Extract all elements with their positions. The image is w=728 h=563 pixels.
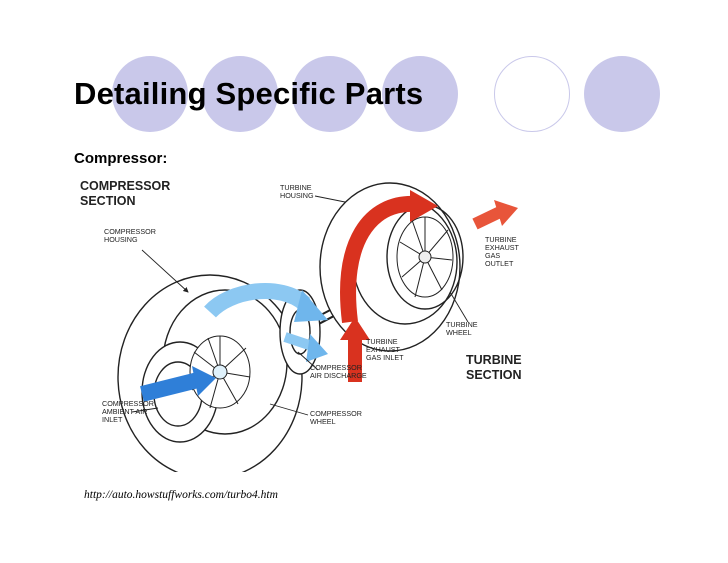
decor-circle [202, 56, 278, 132]
label-compressor-ambient-air-inlet: COMPRESSOR AMBIENT AIR INLET [102, 399, 156, 424]
label-compressor-section: COMPRESSOR SECTION [80, 179, 174, 208]
decor-circle [112, 56, 188, 132]
compressor-air-flow [140, 283, 328, 402]
decor-circle [584, 56, 660, 132]
label-compressor-air-discharge: COMPRESSOR AIR DISCHARGE [310, 363, 367, 380]
label-turbine-housing: TURBINE HOUSING [280, 183, 314, 200]
turbine-exhaust-flow [340, 190, 518, 382]
slide-title: Detailing Specific Parts [74, 76, 424, 111]
compressor-wheel [189, 335, 251, 409]
leader-lines [131, 195, 469, 416]
decor-circle [292, 56, 368, 132]
label-turbine-section: TURBINE SECTION [466, 353, 525, 382]
turbocharger-diagram: COMPRESSOR SECTION TURBINE SECTION TURBI… [80, 179, 525, 472]
source-citation: http://auto.howstuffworks.com/turbo4.htm [84, 489, 278, 501]
label-compressor-housing: COMPRESSOR HOUSING [104, 227, 158, 244]
label-turbine-exhaust-gas-inlet: TURBINE EXHAUST GAS INLET [366, 337, 404, 362]
label-turbine-wheel: TURBINE WHEEL [446, 320, 480, 337]
label-compressor-wheel: COMPRESSOR WHEEL [310, 409, 364, 426]
decor-circle [494, 56, 570, 132]
turbine-wheel [396, 216, 454, 298]
slide-subtitle: Compressor: [74, 150, 168, 167]
label-turbine-exhaust-gas-outlet: TURBINE EXHAUST GAS OUTLET [485, 235, 521, 268]
decor-circle [382, 56, 458, 132]
